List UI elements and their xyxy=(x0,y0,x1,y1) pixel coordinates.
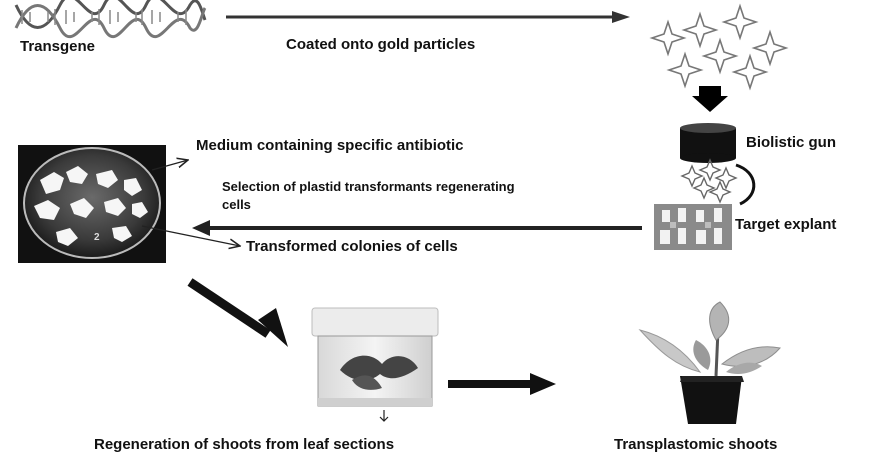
shot-particles-icon xyxy=(680,158,738,204)
pointer-to-transformed xyxy=(141,225,240,246)
transplastomic-label: Transplastomic shoots xyxy=(614,436,778,453)
selection-label-line2: cells xyxy=(222,197,251,212)
medium-label: Medium containing specific antibiotic xyxy=(196,137,464,154)
arrow-to-transplastomic xyxy=(448,373,556,395)
arrow-to-gold-particles xyxy=(226,11,630,23)
biolistic-gun-label: Biolistic gun xyxy=(746,134,836,151)
gun-to-explant-bracket xyxy=(735,163,756,206)
arrow-to-selection-dish xyxy=(192,220,642,236)
culture-jar-image xyxy=(311,307,439,407)
regeneration-label: Regeneration of shoots from leaf section… xyxy=(94,436,395,453)
target-explant-label: Target explant xyxy=(735,216,837,233)
dna-helix-icon xyxy=(14,0,207,38)
arrow-to-regeneration xyxy=(187,278,288,347)
gold-particles-icon xyxy=(649,3,789,91)
selection-label-line1: Selection of plastid transformants regen… xyxy=(222,179,515,194)
pointer-to-medium xyxy=(151,160,188,171)
biolistic-gun-icon xyxy=(680,123,736,163)
coated-label: Coated onto gold particles xyxy=(286,36,476,53)
transplastomic-plant-image xyxy=(638,301,781,424)
dish-badge: 2 xyxy=(94,232,100,243)
transgene-label: Transgene xyxy=(20,38,96,55)
arrow-to-biolistic-gun xyxy=(692,86,728,112)
petri-dish-image: 2 xyxy=(18,145,166,263)
target-explant-image xyxy=(654,204,732,250)
transformed-label: Transformed colonies of cells xyxy=(246,238,458,255)
small-down-arrow xyxy=(379,410,389,422)
